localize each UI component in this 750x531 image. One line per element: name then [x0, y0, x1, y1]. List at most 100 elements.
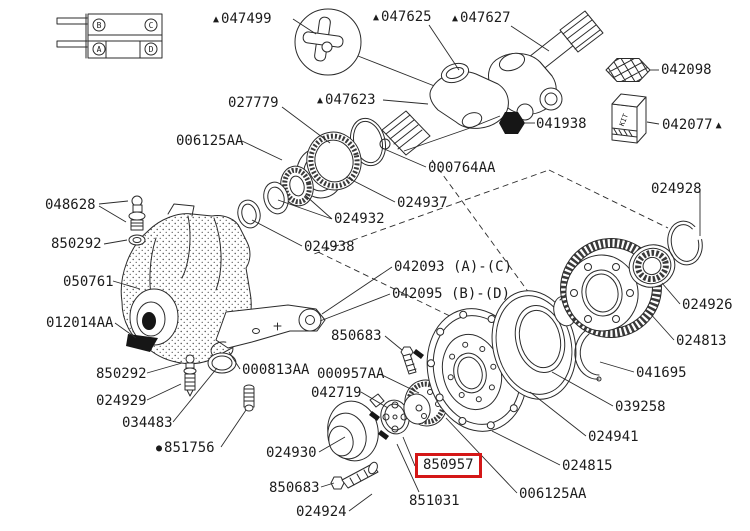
- bolt-850683-upper: [400, 346, 417, 375]
- part-number: 850683: [269, 480, 320, 496]
- part-label-047499[interactable]: ▲047499: [213, 11, 272, 29]
- part-label-024926[interactable]: 024926: [682, 297, 733, 313]
- washer-850292-upper: [128, 234, 146, 246]
- part-number: 851756: [164, 440, 215, 456]
- drive-pins: [369, 349, 424, 440]
- part-label-042093[interactable]: 042093 (A)-(C): [394, 259, 512, 275]
- part-label-024813[interactable]: 024813: [676, 333, 727, 349]
- part-label-039258[interactable]: 039258: [615, 399, 666, 415]
- part-label-041695[interactable]: 041695: [636, 365, 687, 381]
- part-number: 039258: [615, 399, 666, 415]
- part-label-042077[interactable]: 042077▲: [662, 117, 722, 135]
- part-label-047627[interactable]: ▲047627: [452, 10, 511, 28]
- part-label-024929[interactable]: 024929: [96, 393, 147, 409]
- dot-marker-icon: ●: [156, 443, 163, 454]
- circlip-041695: [574, 329, 602, 382]
- part-label-024938[interactable]: 024938: [304, 239, 355, 255]
- part-number: 024813: [676, 333, 727, 349]
- part-label-850683-lower[interactable]: 850683: [269, 480, 320, 496]
- part-label-850683-upper[interactable]: 850683: [331, 328, 382, 344]
- part-label-042095[interactable]: 042095 (B)-(D): [392, 286, 510, 302]
- plug-041938: [403, 112, 535, 152]
- steering-arm: [215, 304, 326, 349]
- triangle-marker-icon: ▲: [452, 13, 459, 24]
- part-label-012014AA[interactable]: 012014AA: [46, 315, 113, 331]
- schematic-letter-a: A: [97, 45, 102, 54]
- part-number: 024930: [266, 445, 317, 461]
- kit-box-042077: KIT: [611, 93, 647, 144]
- part-number: 024926: [682, 297, 733, 313]
- part-number: 034483: [122, 415, 173, 431]
- part-label-024932[interactable]: 024932: [334, 211, 385, 227]
- part-number: 050761: [63, 274, 114, 290]
- part-number: 850957: [423, 457, 474, 473]
- u-joint-cross-detail: [294, 8, 438, 88]
- triangle-marker-icon: ▲: [715, 120, 722, 131]
- axle-config-schematic: B C A D: [56, 13, 163, 59]
- part-label-042098[interactable]: 042098: [661, 62, 712, 78]
- part-number: 042719: [311, 385, 362, 401]
- part-number: 851031: [409, 493, 460, 509]
- schematic-letter-d: D: [149, 45, 154, 54]
- part-label-850292-upper[interactable]: 850292: [51, 236, 102, 252]
- ring-gear-024813: [553, 237, 662, 339]
- part-label-050761[interactable]: 050761: [63, 274, 114, 290]
- part-label-024924[interactable]: 024924: [296, 504, 347, 520]
- bearing-024932: [263, 165, 314, 215]
- part-label-000957AA[interactable]: 000957AA: [317, 366, 384, 382]
- part-label-024815[interactable]: 024815: [562, 458, 613, 474]
- part-number: 024937: [397, 195, 448, 211]
- part-label-006125AA-bottom[interactable]: 006125AA: [519, 486, 586, 502]
- part-label-024930[interactable]: 024930: [266, 445, 317, 461]
- part-number: 000957AA: [317, 366, 385, 382]
- part-label-851756[interactable]: ●851756: [156, 440, 215, 458]
- brake-drum-024941-039258: [491, 290, 577, 400]
- part-label-034483[interactable]: 034483: [122, 415, 173, 431]
- part-label-047623[interactable]: ▲047623: [317, 92, 376, 110]
- triangle-marker-icon: ▲: [373, 12, 380, 23]
- part-label-850292-lower[interactable]: 850292: [96, 366, 147, 382]
- part-label-851031[interactable]: 851031: [409, 493, 460, 509]
- axle-shaft-assembly: [379, 10, 604, 156]
- part-label-024928[interactable]: 024928: [651, 181, 702, 197]
- part-label-047625[interactable]: ▲047625: [373, 9, 432, 27]
- part-number: 024815: [562, 458, 613, 474]
- part-label-000813AA[interactable]: 000813AA: [242, 362, 309, 378]
- part-label-000764AA[interactable]: 000764AA: [428, 160, 495, 176]
- part-number: 048628: [45, 197, 96, 213]
- hub-cap-024930: [327, 400, 379, 462]
- part-number: 850683: [331, 328, 382, 344]
- schematic-letter-b: B: [97, 21, 102, 30]
- part-number: 024938: [304, 239, 355, 255]
- part-number: 042093 (A)-(C): [394, 259, 513, 275]
- part-label-042719[interactable]: 042719: [311, 385, 362, 401]
- bearing-024926: [628, 244, 676, 288]
- bolt-851756: [243, 384, 255, 412]
- part-number: 047623: [325, 92, 376, 108]
- part-number: 000813AA: [242, 362, 310, 378]
- part-number: 042098: [661, 62, 712, 78]
- part-number: 850292: [96, 366, 147, 382]
- part-label-024941[interactable]: 024941: [588, 429, 639, 445]
- part-label-048628[interactable]: 048628: [45, 197, 96, 213]
- axle-housing-050761: [120, 203, 252, 365]
- part-label-006125AA-top[interactable]: 006125AA: [176, 133, 243, 149]
- part-label-024937[interactable]: 024937: [397, 195, 448, 211]
- part-number: 024929: [96, 393, 147, 409]
- part-label-027779[interactable]: 027779: [228, 95, 279, 111]
- part-number: 006125AA: [519, 486, 587, 502]
- part-label-041938[interactable]: 041938: [536, 116, 587, 132]
- washer-plate-042719: [369, 393, 410, 435]
- part-number: 012014AA: [46, 315, 114, 331]
- part-number: 027779: [228, 95, 279, 111]
- part-number: 000764AA: [428, 160, 496, 176]
- part-label-850957[interactable]: 850957: [415, 453, 482, 478]
- bolt-850683-lower: [330, 461, 379, 490]
- snap-ring-024928: [667, 220, 703, 266]
- part-number: 042095 (B)-(D): [392, 286, 511, 302]
- triangle-marker-icon: ▲: [213, 14, 220, 25]
- schematic-letter-c: C: [149, 21, 154, 30]
- hex-nut-042098: [605, 58, 651, 82]
